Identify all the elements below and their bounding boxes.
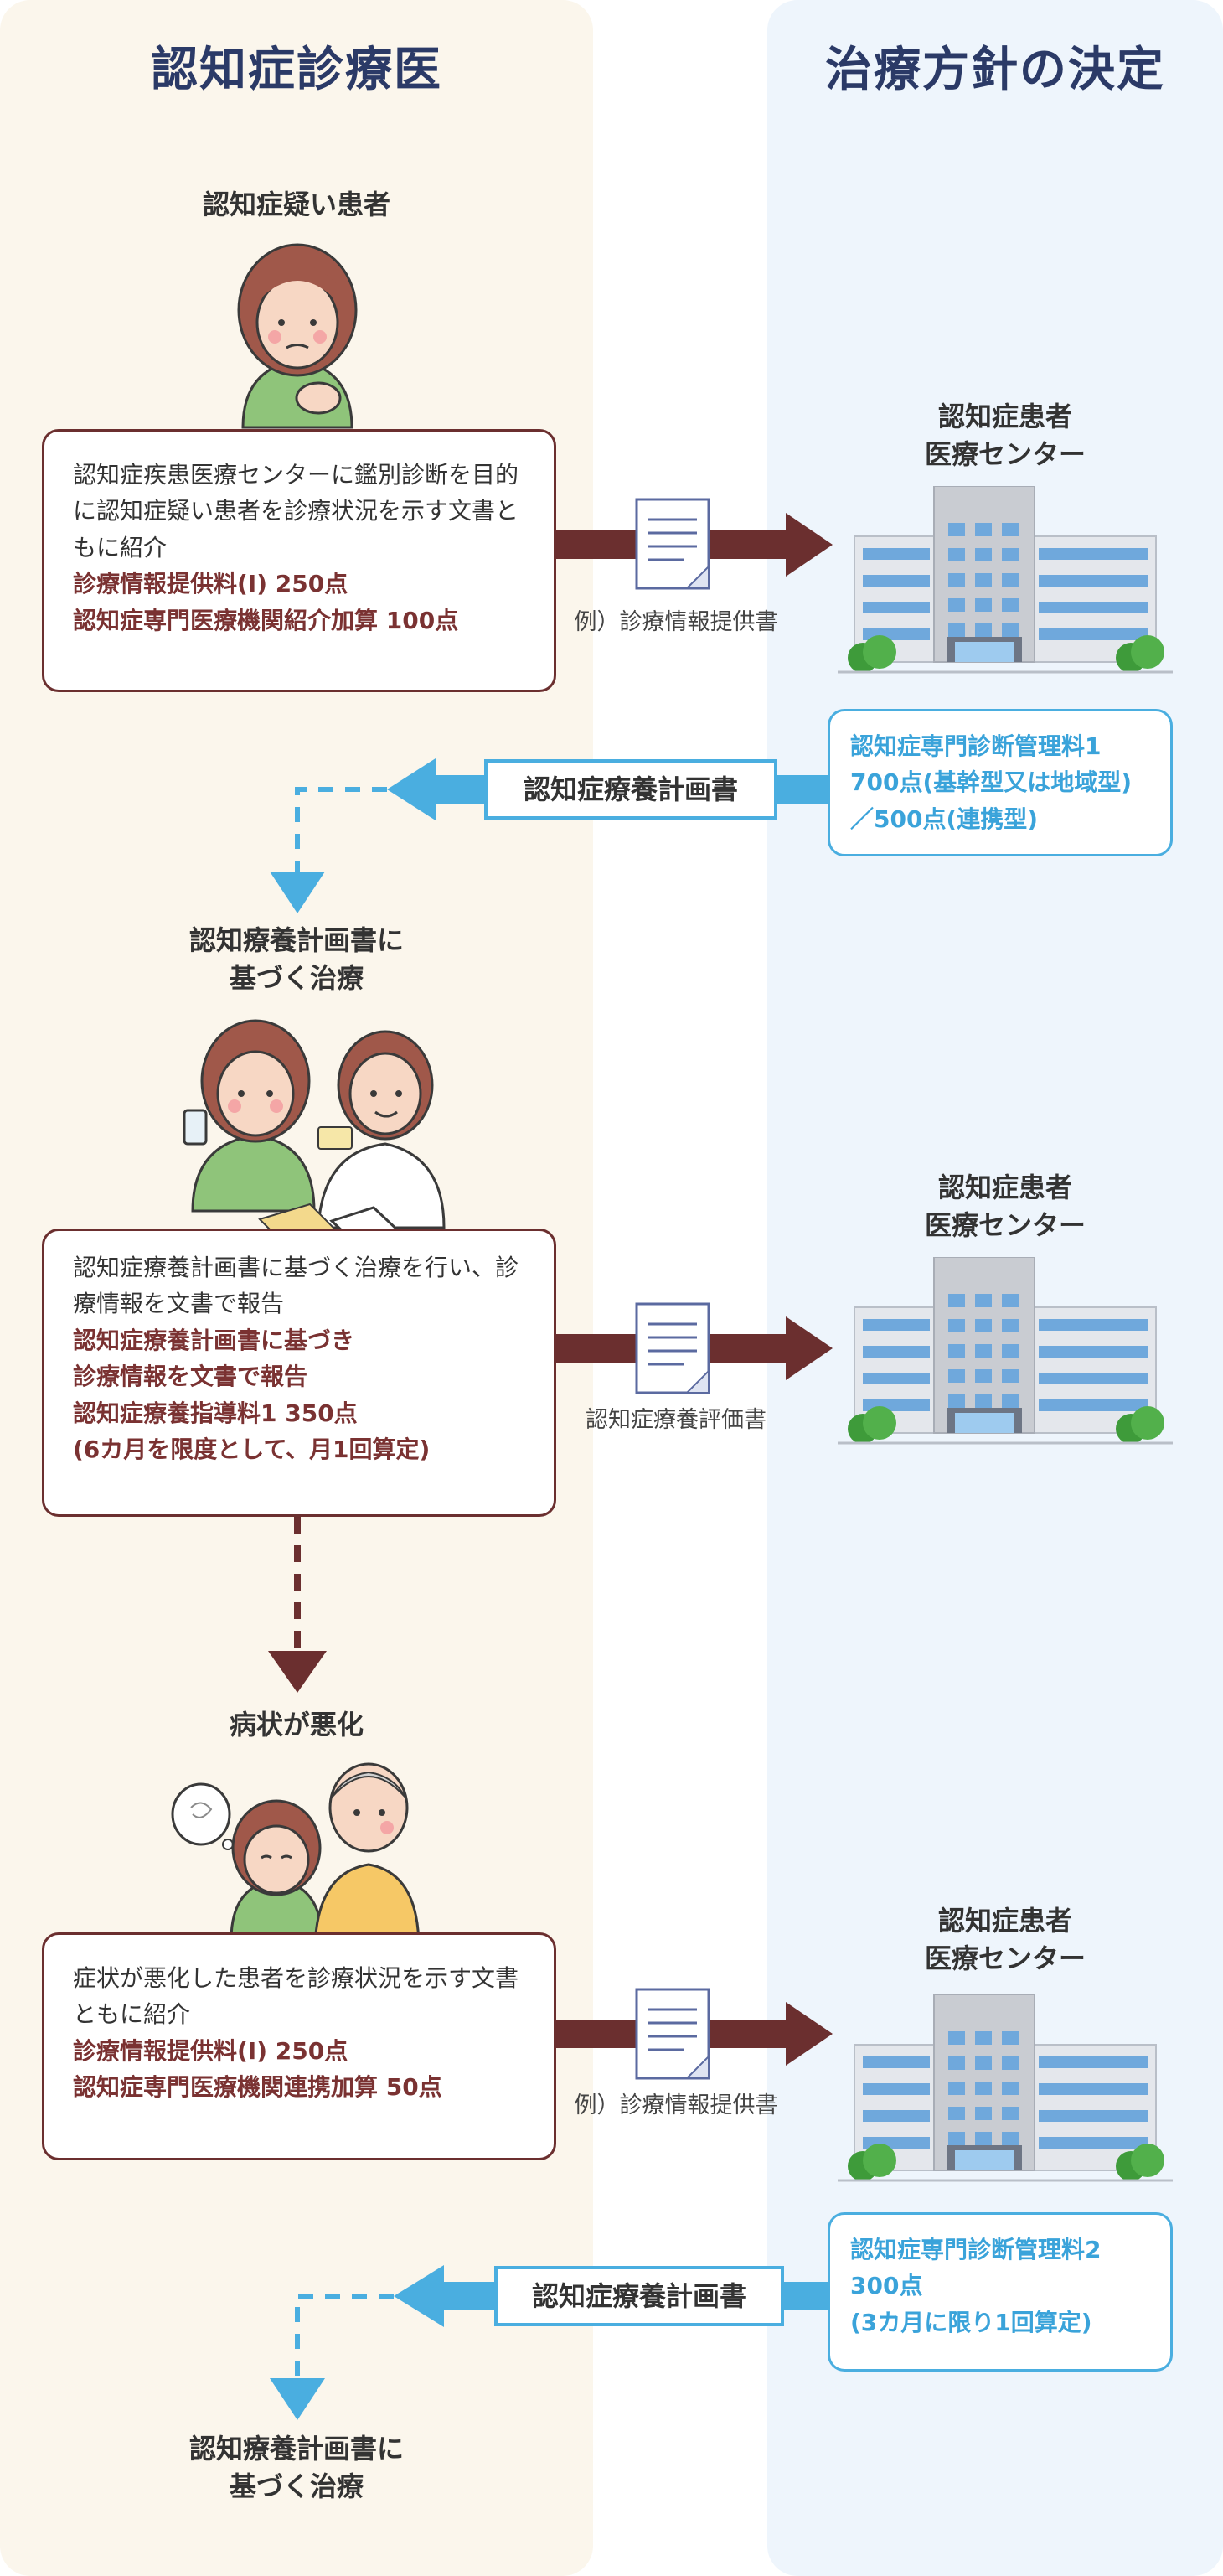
- stage1-label: 認知症疑い患者: [202, 189, 390, 220]
- stage3-fee-1: 診療情報提供料(Ⅰ) 250点: [73, 2036, 348, 2065]
- stage2-label: 認知療養計画書に 基づく治療: [0, 922, 593, 997]
- center-name-line-1: 認知症患者: [937, 401, 1072, 432]
- center-name-line-2: 医療センター: [924, 437, 1086, 470]
- center-name-line-2: 医療センター: [924, 1208, 1086, 1241]
- stage3-center-name: 認知症患者 医療センター: [838, 1902, 1173, 1978]
- center-name-line-1: 認知症患者: [937, 1905, 1072, 1937]
- stage2-label-line-2: 基づく治療: [229, 961, 364, 994]
- document-icon: [635, 498, 710, 590]
- patient-illustration: [237, 243, 358, 429]
- stage1-doc-label: 例）診療情報提供書: [574, 609, 778, 635]
- center-fee-line-3: ／500点(連携型): [850, 804, 1039, 833]
- stage2-desc: 認知症療養計画書に基づく治療を行い、診療情報を文書で報告: [73, 1254, 519, 1318]
- stage1-referral-box: 認知症疾患医療センターに鑑別診断を目的に認知症疑い患者を診療状況を示す文書ともに…: [42, 429, 556, 692]
- stage4-label-line-2: 基づく治療: [229, 2470, 364, 2502]
- stage4-label-line-1: 認知療養計画書に: [188, 2433, 404, 2465]
- center-name-line-2: 医療センター: [924, 1942, 1086, 1974]
- couple-illustration: [171, 1762, 427, 1950]
- stage2-label-line-1: 認知療養計画書に: [188, 924, 404, 956]
- hospital-building: [838, 1256, 1173, 1458]
- stage3-desc: 症状が悪化した患者を診療状況を示す文書ともに紹介: [73, 1964, 519, 2029]
- nurse-patient-illustration: [183, 1019, 446, 1248]
- hospital-building: [838, 485, 1173, 687]
- stage2-fee-1: 認知症療養計画書に基づき: [73, 1326, 355, 1354]
- right-column-title: 治療方針の決定: [825, 43, 1165, 97]
- hospital-building: [838, 1994, 1173, 2196]
- stage2-fee-3: 認知症療養指導料1 350点: [73, 1399, 358, 1427]
- stage1-fee-2: 認知症専門医療機関紹介加算 100点: [73, 606, 459, 634]
- stage3-referral-box: 症状が悪化した患者を診療状況を示す文書ともに紹介 診療情報提供料(Ⅰ) 250点…: [42, 1932, 556, 2160]
- left-column-title: 認知症診療医: [151, 43, 442, 97]
- stage1-plan-label: 認知症療養計画書: [484, 759, 777, 820]
- stage2-report-box: 認知症療養計画書に基づく治療を行い、診療情報を文書で報告 認知症療養計画書に基づ…: [42, 1229, 556, 1517]
- stage3-label: 病状が悪化: [229, 1709, 364, 1741]
- stage3-plan-label: 認知症療養計画書: [494, 2266, 784, 2326]
- stage1-center-name: 認知症患者 医療センター: [838, 398, 1173, 473]
- stage3-fee-2: 認知症専門医療機関連携加算 50点: [73, 2073, 442, 2102]
- stage2-doc-label: 認知症療養評価書: [586, 1407, 766, 1433]
- document-icon: [635, 1302, 710, 1394]
- center-fee-line-3: (3カ月に限り1回算定): [850, 2308, 1092, 2336]
- stage2-fee-2: 診療情報を文書で報告: [73, 1363, 308, 1391]
- stage1-desc: 認知症疾患医療センターに鑑別診断を目的に認知症疑い患者を診療状況を示す文書ともに…: [73, 461, 519, 561]
- center-fee-line-2: 300点: [850, 2272, 923, 2300]
- center-name-line-1: 認知症患者: [937, 1172, 1072, 1203]
- worsening-arrow: [268, 1517, 327, 1693]
- center-fee-line-1: 認知症専門診断管理料2: [850, 2236, 1102, 2263]
- document-icon: [635, 1988, 710, 2080]
- stage1-fee-1: 診療情報提供料(Ⅰ) 250点: [73, 570, 348, 598]
- center-fee-line-2: 700点(基幹型又は地域型): [850, 768, 1133, 797]
- center-fee-line-1: 認知症専門診断管理料1: [850, 732, 1102, 760]
- stage4-label: 認知療養計画書に 基づく治療: [0, 2430, 593, 2506]
- stage3-center-fee-box: 認知症専門診断管理料2 300点 (3カ月に限り1回算定): [828, 2212, 1173, 2372]
- stage1-center-fee-box: 認知症専門診断管理料1 700点(基幹型又は地域型) ／500点(連携型): [828, 709, 1173, 856]
- stage2-fee-4: (6カ月を限度として、月1回算定): [73, 1435, 431, 1463]
- stage3-doc-label: 例）診療情報提供書: [574, 2092, 778, 2118]
- stage2-center-name: 認知症患者 医療センター: [838, 1169, 1173, 1244]
